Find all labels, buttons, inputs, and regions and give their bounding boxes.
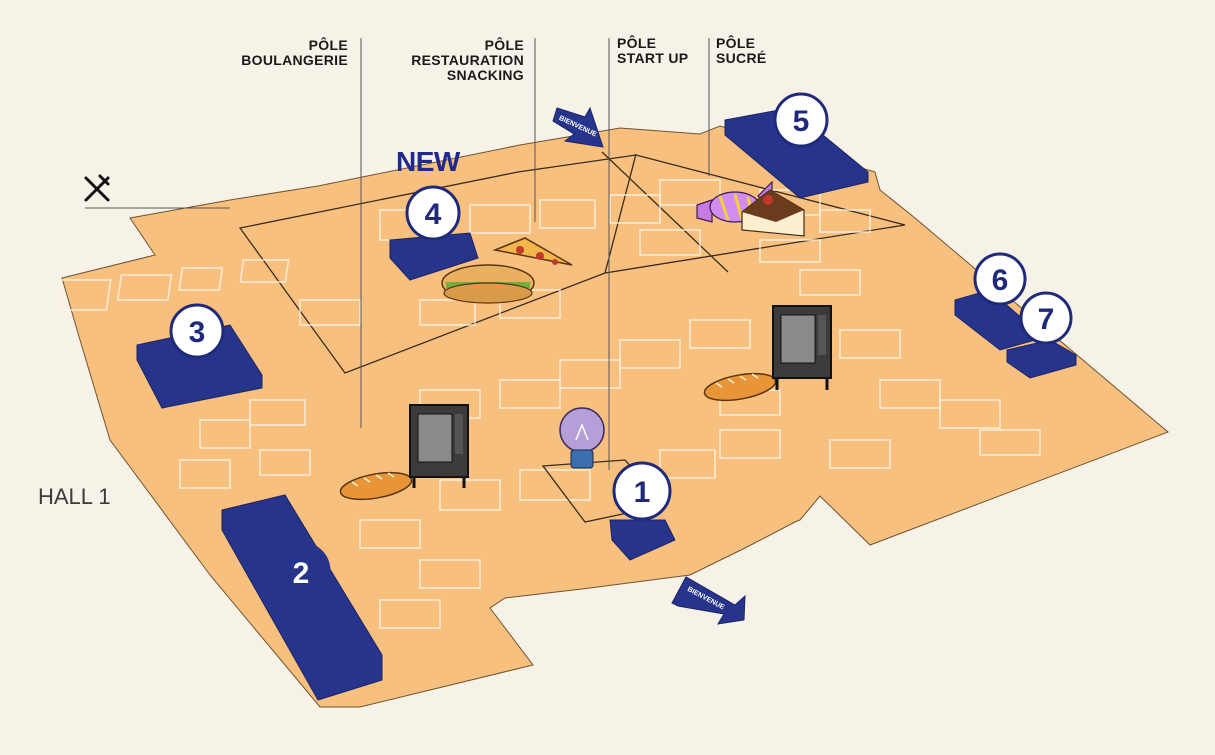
bread-icon xyxy=(703,372,777,402)
oven-icon xyxy=(409,404,469,488)
pole-line: PÔLE xyxy=(617,35,657,51)
stand-5[interactable]: 5 xyxy=(724,92,869,199)
hall-label: HALL 1 xyxy=(38,484,111,509)
pole-line: START UP xyxy=(617,50,689,66)
stand-3-number: 3 xyxy=(189,316,206,349)
stand-3[interactable]: 3 xyxy=(136,303,263,409)
bread-icon xyxy=(339,471,413,501)
pole-line: PÔLE xyxy=(716,35,756,51)
pizza-icon xyxy=(492,237,573,266)
pole-label-restauration: PÔLE RESTAURATION SNACKING xyxy=(396,38,524,83)
pole-label-startup: PÔLE START UP xyxy=(617,36,688,66)
zone-outlines xyxy=(238,151,906,374)
stand-2[interactable]: 2 xyxy=(221,494,383,701)
stand-7-number: 7 xyxy=(1038,303,1055,336)
new-badge: NEW xyxy=(396,146,460,177)
stand-5-number: 5 xyxy=(793,105,810,138)
stand-4-number: 4 xyxy=(425,198,442,231)
pole-leader-lines xyxy=(85,38,710,470)
hall-floor xyxy=(61,125,1169,708)
pole-line: BOULANGERIE xyxy=(241,52,348,68)
pole-line: SNACKING xyxy=(446,67,524,83)
stand-7[interactable]: 7 xyxy=(1006,291,1077,379)
pole-line: SUCRÉ xyxy=(716,50,767,66)
lightbulb-icon xyxy=(559,407,605,469)
stand-4[interactable]: 4 xyxy=(389,185,479,281)
pole-line: PÔLE xyxy=(308,37,348,53)
stand-6-number: 6 xyxy=(992,264,1009,297)
entrance-arrow-bottom: BIENVENUE xyxy=(671,576,746,625)
stand-1[interactable]: 1 xyxy=(609,461,676,561)
pole-label-sucre: PÔLE SUCRÉ xyxy=(716,36,767,66)
stand-2-number: 2 xyxy=(293,557,310,590)
pole-line: PÔLE xyxy=(484,37,524,53)
stand-6[interactable]: 6 xyxy=(954,252,1036,351)
cake-icon xyxy=(741,189,805,237)
sandwich-icon xyxy=(441,264,535,304)
restaurant-icon xyxy=(84,174,110,202)
pole-label-boulangerie: PÔLE BOULANGERIE xyxy=(228,38,348,68)
pole-line: RESTAURATION xyxy=(411,52,524,68)
stand-1-number: 1 xyxy=(634,476,651,509)
oven-icon xyxy=(772,305,832,390)
